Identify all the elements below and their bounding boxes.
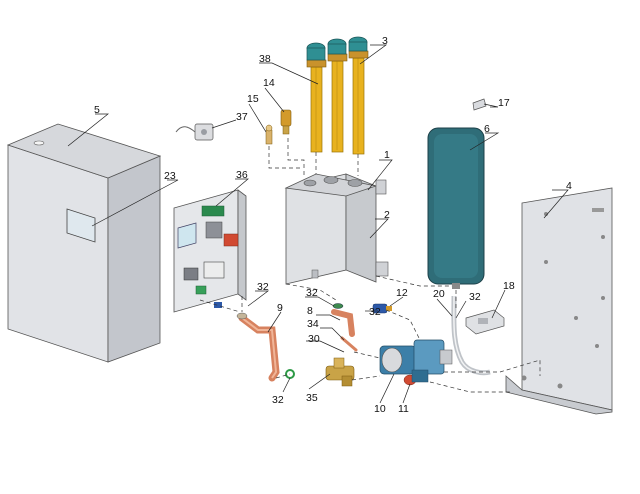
pipe-fitting bbox=[331, 303, 358, 352]
callout-9: 9 bbox=[277, 302, 283, 314]
heater-tank bbox=[284, 173, 389, 285]
callout-20: 20 bbox=[433, 288, 445, 300]
callout-32-c: 32 bbox=[469, 291, 481, 303]
callout-23: 23 bbox=[164, 170, 176, 182]
callout-30: 30 bbox=[308, 333, 320, 345]
callout-38: 38 bbox=[259, 53, 271, 65]
callout-37: 37 bbox=[236, 111, 248, 123]
lcd-screen bbox=[177, 222, 197, 249]
circulation-pump bbox=[379, 339, 453, 386]
callout-32-d: 32 bbox=[369, 306, 381, 318]
callout-3: 3 bbox=[382, 35, 388, 47]
callout-1: 1 bbox=[384, 149, 390, 161]
callout-35: 35 bbox=[306, 392, 318, 404]
callout-labels: 3 38 14 15 37 17 6 1 2 4 5 23 36 32 32 1… bbox=[94, 35, 572, 415]
display-window bbox=[66, 208, 96, 243]
callout-15: 15 bbox=[247, 93, 259, 105]
callout-11: 11 bbox=[398, 403, 409, 415]
callout-10: 10 bbox=[374, 403, 386, 415]
callout-34: 34 bbox=[307, 318, 319, 330]
copper-pipe bbox=[236, 312, 280, 382]
callout-32-b: 32 bbox=[306, 287, 318, 299]
callout-32-e: 32 bbox=[272, 394, 284, 406]
thermostat bbox=[280, 109, 292, 135]
callout-2: 2 bbox=[384, 209, 390, 221]
callout-12: 12 bbox=[396, 287, 408, 299]
mounting-bracket bbox=[465, 309, 505, 335]
callout-14: 14 bbox=[263, 77, 275, 89]
immersion-heaters bbox=[306, 36, 369, 155]
temperature-sensor bbox=[265, 124, 273, 145]
safety-thermostat bbox=[175, 123, 214, 141]
back-plate bbox=[505, 187, 613, 415]
callout-17: 17 bbox=[498, 97, 510, 109]
assembly-guide-lines bbox=[199, 138, 541, 393]
control-board bbox=[173, 189, 247, 313]
callout-5: 5 bbox=[94, 104, 100, 116]
callout-8: 8 bbox=[307, 305, 313, 317]
callout-4: 4 bbox=[566, 180, 572, 192]
front-cover bbox=[6, 123, 162, 363]
callout-32-a: 32 bbox=[257, 281, 269, 293]
flexible-hose bbox=[451, 295, 491, 376]
callout-36: 36 bbox=[236, 169, 248, 181]
callout-6: 6 bbox=[484, 123, 490, 135]
brass-valve bbox=[285, 357, 355, 387]
bracket bbox=[472, 98, 487, 111]
leader-lines bbox=[67, 44, 569, 404]
expansion-vessel bbox=[427, 127, 485, 289]
callout-18: 18 bbox=[503, 280, 515, 292]
